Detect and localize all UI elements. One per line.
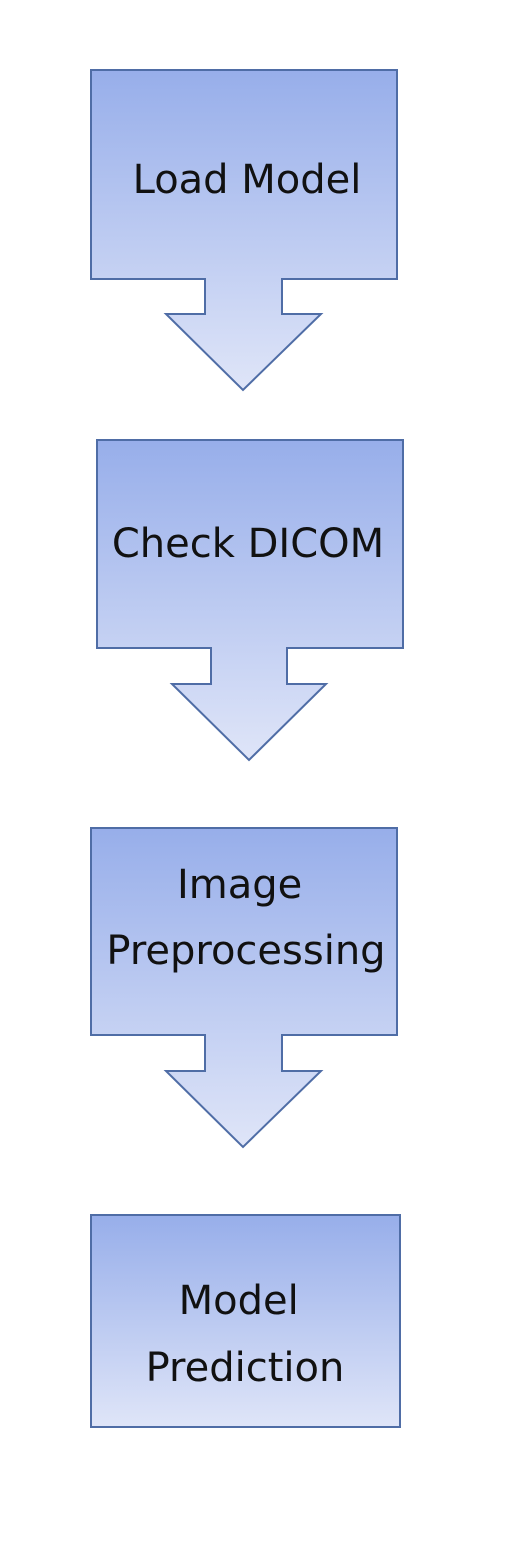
step-image-preprocessing-line-2: Preprocessing [106,928,385,974]
step-check-dicom-shape [96,439,404,762]
step-check-dicom-label: Check DICOM [112,521,384,567]
step-load-model-label: Load Model [133,157,362,203]
step-model-prediction-shape [90,1214,401,1428]
step-image-preprocessing-shape [90,827,398,1149]
step-check-dicom: Check DICOM [96,439,404,762]
step-load-model: Load Model [90,69,398,392]
step-model-prediction-label: Model Prediction [146,1278,345,1391]
step-load-model-shape [90,69,398,392]
step-model-prediction: Model Prediction [90,1214,401,1428]
step-load-model-line-1: Load Model [133,157,362,203]
step-model-prediction-line-2: Prediction [146,1345,345,1391]
step-image-preprocessing-label: Image Preprocessing [106,862,385,974]
step-check-dicom-line-1: Check DICOM [112,521,384,567]
step-image-preprocessing: Image Preprocessing [90,827,398,1149]
step-model-prediction-line-1: Model [179,1278,299,1324]
step-image-preprocessing-line-1: Image [177,862,302,908]
